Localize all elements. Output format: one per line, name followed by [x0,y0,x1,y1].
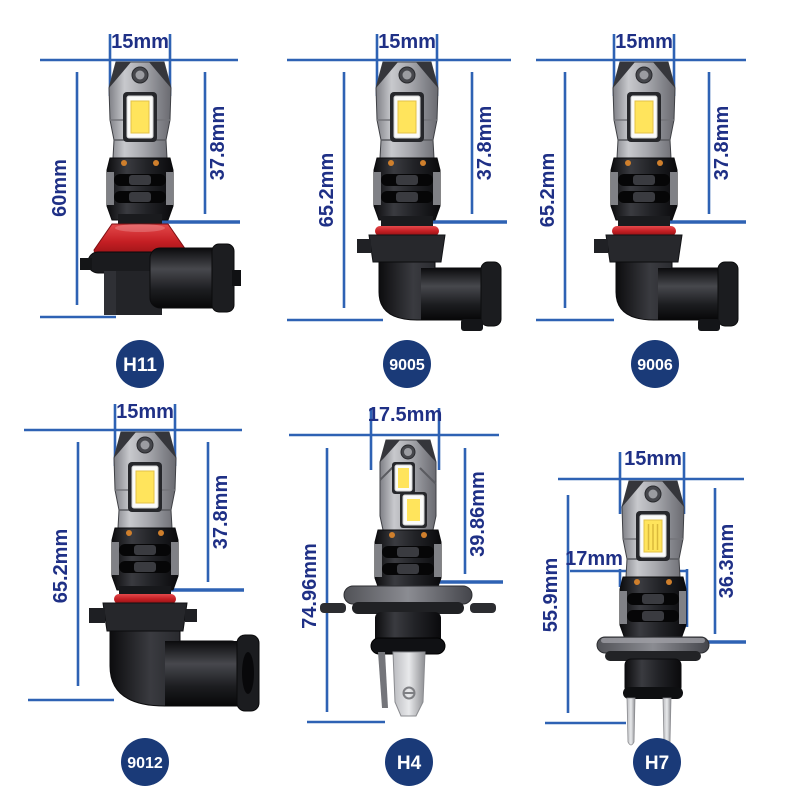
bulb-9005-illustration [357,62,501,331]
height-dim-label: 74.96mm [299,543,321,629]
panel-9006: 15mm 65.2mm 37.8mm 9006 [536,31,746,388]
badge-9006: 9006 [631,340,679,388]
badge-h4: H4 [385,738,433,786]
led-height-dim-label: 37.8mm [207,106,229,181]
width-dim-label: 15mm [624,448,682,470]
height-dim-label: 55.9mm [540,558,562,633]
panel-h4: 17.5mm 74.96mm 39.86mm [289,404,503,786]
dimension-lines-9006 [536,34,746,322]
height-dim-label: 65.2mm [316,153,338,228]
badge-h11-label: H11 [123,355,157,376]
bulb-9012-illustration [89,431,260,712]
width-dim-label: 15mm [615,31,673,53]
panel-h11: 15mm 60mm 37.8mm H11 [40,31,241,388]
width-dim-label: 15mm [116,401,174,423]
base-width-dim-label: 17mm [565,548,623,570]
badge-9006-label: 9006 [637,357,673,374]
bulb-h4-illustration [320,439,496,717]
led-height-dim-label: 39.86mm [467,471,489,557]
badge-h7-label: H7 [645,753,669,774]
badge-h7: H7 [633,738,681,786]
badge-9005: 9005 [383,340,431,388]
width-dim-label: 15mm [378,31,436,53]
width-dim-label: 15mm [111,31,169,53]
height-dim-label: 65.2mm [537,153,559,228]
bulb-h11-illustration [80,61,241,315]
led-height-dim-label: 37.8mm [711,106,733,181]
dimension-lines-h11 [40,34,240,319]
badge-h11: H11 [116,340,164,388]
panel-h7: 15mm 55.9mm 17mm 36.3mm H7 [540,448,746,786]
badge-9012-label: 9012 [127,755,163,772]
bulb-9006-illustration [594,62,738,331]
led-height-dim-label: 36.3mm [716,524,738,599]
led-height-dim-label: 37.8mm [210,475,232,550]
badge-9005-label: 9005 [389,357,425,374]
height-dim-label: 60mm [49,159,71,217]
badge-9012: 9012 [121,738,169,786]
badge-h4-label: H4 [397,753,422,774]
led-height-dim-label: 37.8mm [474,106,496,181]
width-dim-label: 17.5mm [368,404,443,426]
panel-9012: 15mm 65.2mm 37.8mm 9012 [24,401,260,786]
bulb-h7-illustration [596,480,710,746]
panel-9005: 15mm 65.2mm 37.8mm 9005 [287,31,511,388]
height-dim-label: 65.2mm [50,529,72,604]
